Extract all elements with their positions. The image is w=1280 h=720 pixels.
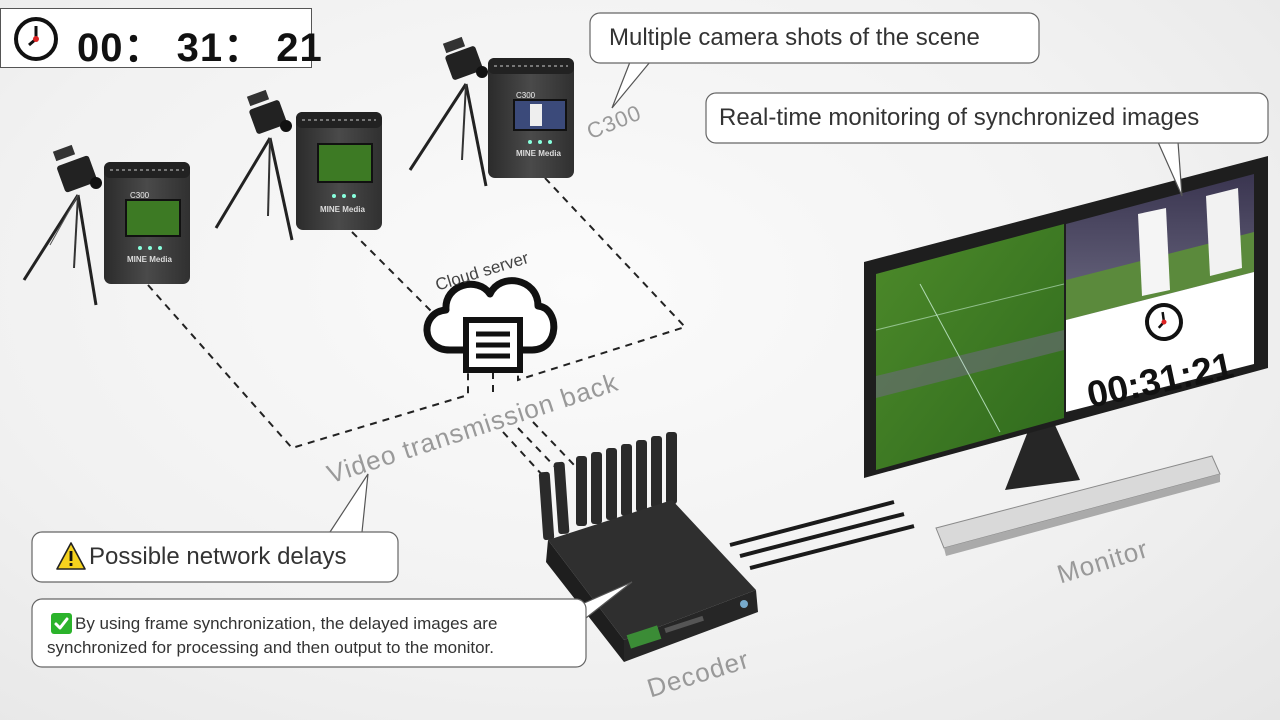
check-icon [51, 613, 72, 634]
callout-camera-shots [589, 12, 1040, 64]
callout-monitoring [705, 92, 1269, 144]
cloud-server-icon [423, 277, 558, 373]
path-decoder1 [502, 431, 546, 479]
callout-sync-note [31, 598, 587, 668]
timer-box: 00： 31： 21 [0, 8, 322, 70]
path-camera1 [147, 284, 469, 450]
clock-icon [14, 17, 58, 61]
sync-note-line2: synchronized for processing and then out… [47, 638, 494, 657]
callout-network-delays [31, 531, 399, 583]
camera-2 [214, 89, 294, 241]
svg-text:MINE Media: MINE Media [516, 149, 561, 158]
encoder-device-2: MINE Media [296, 112, 382, 230]
path-decoder2 [517, 427, 561, 473]
path-camera3 [517, 177, 687, 382]
svg-text:C300: C300 [130, 191, 150, 200]
svg-text:C300: C300 [516, 91, 536, 100]
path-decoder3 [532, 421, 576, 467]
hdmi-cables [729, 500, 915, 570]
camera-3 [408, 36, 488, 187]
camera-shots-text: Multiple camera shots of the scene [609, 24, 980, 51]
svg-text:MINE Media: MINE Media [127, 255, 172, 264]
encoder-device-3: C300 MINE Media [488, 58, 574, 178]
path-camera2 [351, 231, 471, 351]
network-delays-text: Possible network delays [89, 543, 347, 570]
sync-note-line1: By using frame synchronization, the dela… [75, 614, 498, 633]
monitor: 00:31:21 [864, 156, 1268, 556]
camera-1 [22, 144, 102, 306]
encoder-device-1: C300 MINE Media [104, 162, 190, 284]
timer-readout: 00： 31： 21 [77, 26, 323, 70]
warning-icon [56, 542, 86, 570]
transmission-paths [147, 177, 687, 479]
svg-text:MINE Media: MINE Media [320, 205, 365, 214]
monitoring-text: Real-time monitoring of synchronized ima… [719, 104, 1200, 131]
